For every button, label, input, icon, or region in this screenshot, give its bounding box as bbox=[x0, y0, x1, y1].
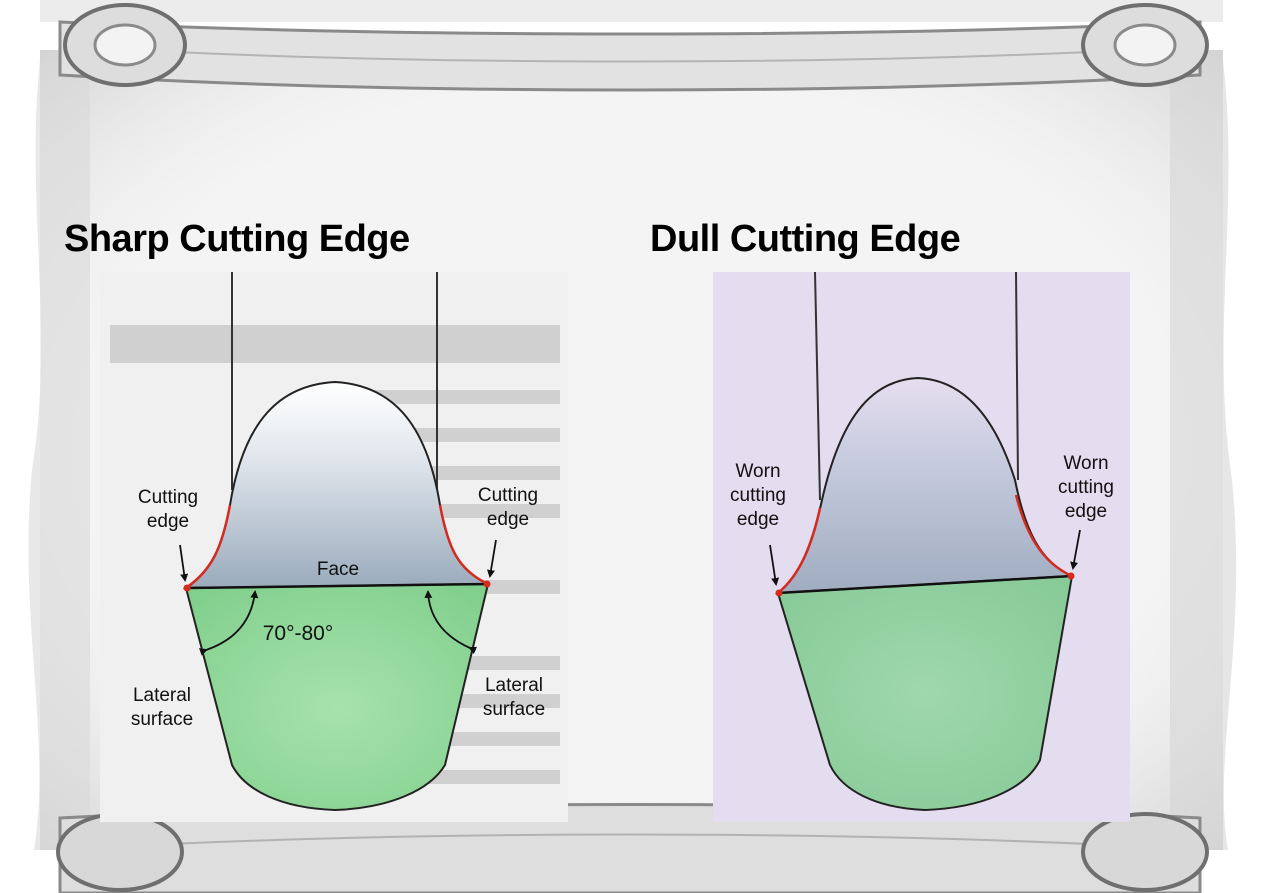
dull-face-line bbox=[777, 574, 1073, 595]
sharp-edge-right-red bbox=[438, 504, 489, 586]
sharp-blade-body bbox=[184, 582, 490, 812]
arrow-to-right-worn-edge bbox=[1070, 529, 1081, 570]
angle-arc-right bbox=[424, 590, 478, 655]
angle-arc-left bbox=[199, 590, 259, 656]
sharp-edge-right-point bbox=[483, 580, 491, 588]
dull-edge-right-red bbox=[1014, 494, 1073, 578]
dull-edge-diagram bbox=[713, 271, 1130, 822]
arrow-to-left-cutting-edge bbox=[179, 544, 189, 582]
dull-blade-body bbox=[776, 574, 1074, 812]
label-lateral-surface-right: Lateral surface bbox=[482, 675, 546, 720]
dull-shank-line-right bbox=[1015, 271, 1019, 481]
dull-cutting-edge-title: Dull Cutting Edge bbox=[650, 218, 961, 260]
label-worn-cutting-edge-right: Worn cutting edge bbox=[1058, 453, 1114, 522]
label-face: Face bbox=[316, 559, 360, 580]
sharp-edge-left-point bbox=[183, 584, 191, 592]
label-angle-70-80: 70°-80° bbox=[262, 622, 334, 645]
dull-shank-line-left bbox=[814, 271, 821, 501]
sharp-face-line bbox=[185, 582, 489, 590]
label-cutting-edge-left: Cutting edge bbox=[137, 487, 199, 532]
label-cutting-edge-right: Cutting edge bbox=[477, 485, 539, 530]
dull-edge-left-point bbox=[775, 589, 783, 597]
arrow-to-right-cutting-edge bbox=[487, 539, 497, 578]
scroll-top-roll bbox=[40, 0, 1223, 92]
label-lateral-surface-left: Lateral surface bbox=[130, 685, 194, 730]
label-worn-cutting-edge-left: Worn cutting edge bbox=[730, 461, 786, 530]
sharp-cutting-edge-title: Sharp Cutting Edge bbox=[64, 218, 410, 260]
sharp-edge-left-red bbox=[185, 504, 232, 590]
scroll-bottom-roll bbox=[56, 803, 1209, 893]
sharp-edge-diagram bbox=[100, 272, 568, 822]
dull-edge-right-point bbox=[1067, 572, 1075, 580]
arrow-to-left-worn-edge bbox=[769, 544, 780, 586]
dull-edge-left-red bbox=[777, 507, 822, 594]
